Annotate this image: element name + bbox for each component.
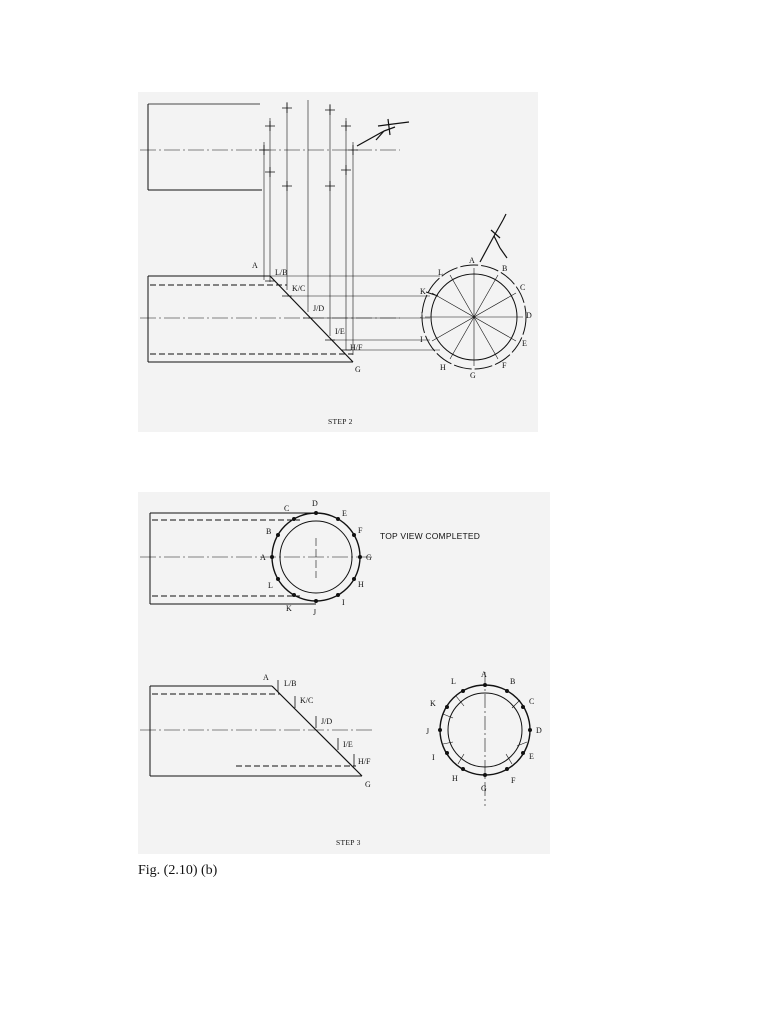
label-jd: J/D — [313, 304, 324, 313]
label-f: F — [502, 361, 507, 370]
label-e: E — [529, 752, 534, 761]
label-b: B — [266, 527, 271, 536]
label-a: A — [469, 256, 475, 265]
step3-panel — [138, 492, 550, 854]
step2-top-view — [140, 100, 410, 355]
label-e: E — [342, 509, 347, 518]
label-lb: L/B — [275, 268, 287, 277]
label-b: B — [510, 677, 515, 686]
step2-front-labels: A L/B K/C J/D I/E H/F G — [252, 261, 363, 374]
label-a: A — [252, 261, 258, 270]
label-i: I — [420, 335, 423, 344]
label-g: G — [470, 371, 476, 380]
label-kc: K/C — [300, 696, 313, 705]
step2-end-view — [421, 213, 527, 370]
label-kc: K/C — [292, 284, 305, 293]
label-j: J — [313, 608, 316, 617]
label-hf: H/F — [358, 757, 371, 766]
label-jd: J/D — [321, 717, 332, 726]
step3-top-circle-labels: A B C D E F G H I J K L — [260, 499, 372, 617]
label-e: E — [522, 339, 527, 348]
label-k: K — [430, 699, 436, 708]
label-h: H — [452, 774, 458, 783]
label-c: C — [529, 697, 534, 706]
label-j: J — [426, 727, 429, 736]
label-i: I — [342, 598, 345, 607]
label-hf: H/F — [350, 343, 363, 352]
label-k: K — [420, 287, 426, 296]
step3-front-labels: A L/B K/C J/D I/E H/F G — [263, 673, 371, 789]
label-g: G — [365, 780, 371, 789]
top-view-completed-text: TOP VIEW COMPLETED — [380, 531, 480, 541]
label-d: D — [312, 499, 318, 508]
label-l: L — [268, 581, 273, 590]
label-h: H — [440, 363, 446, 372]
label-g: G — [481, 784, 487, 793]
label-d: D — [536, 726, 542, 735]
label-l: L — [451, 677, 456, 686]
label-b: B — [502, 264, 507, 273]
label-a: A — [481, 670, 487, 679]
step3-end-circle-labels: A B C D E F G H I J K L — [426, 670, 542, 793]
label-c: C — [284, 504, 289, 513]
figure-caption: Fig. (2.10) (b) — [138, 863, 218, 878]
label-j: J — [420, 311, 423, 320]
compass-icon — [356, 118, 410, 147]
step3-top-view — [140, 511, 372, 605]
label-ie: I/E — [343, 740, 353, 749]
step2-front-view — [140, 275, 440, 363]
step3-end-view — [438, 672, 532, 806]
label-ie: I/E — [335, 327, 345, 336]
label-k: K — [286, 604, 292, 613]
label-c: C — [520, 283, 525, 292]
step3-front-view — [140, 680, 372, 777]
label-lb: L/B — [284, 679, 296, 688]
label-f: F — [358, 526, 363, 535]
label-g: G — [355, 365, 361, 374]
label-a: A — [260, 553, 266, 562]
step3-label: STEP 3 — [336, 838, 361, 847]
step2-panel — [138, 92, 538, 432]
label-g: G — [366, 553, 372, 562]
label-l: L — [438, 268, 443, 277]
compass-icon — [479, 213, 508, 263]
label-f: F — [511, 776, 516, 785]
label-h: H — [358, 580, 364, 589]
label-i: I — [432, 753, 435, 762]
step2-label: STEP 2 — [328, 417, 353, 426]
step2-circle-labels: A B C D E F G H I J K L — [420, 256, 532, 380]
label-a: A — [263, 673, 269, 682]
label-d: D — [526, 311, 532, 320]
